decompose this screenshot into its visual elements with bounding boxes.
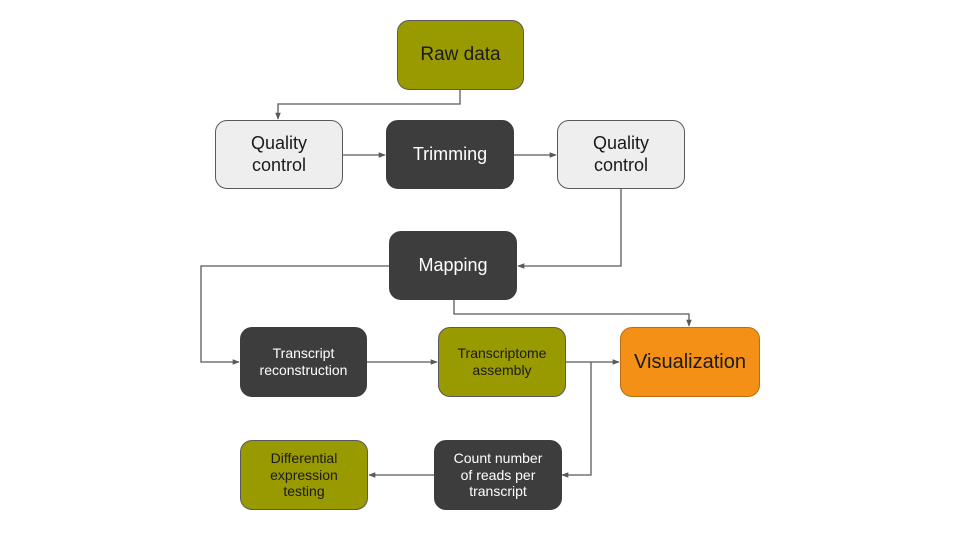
node-label: Quality control	[250, 132, 308, 175]
node-label: Quality control	[592, 132, 650, 175]
node-label: Trimming	[412, 143, 488, 164]
node-transcript-reconstruction[interactable]: Transcript reconstruction	[240, 327, 367, 397]
node-mapping[interactable]: Mapping	[389, 231, 517, 300]
node-label: Visualization	[634, 351, 746, 373]
node-quality-control-2[interactable]: Quality control	[557, 120, 685, 189]
edge-transcriptome-assembly-to-count-reads	[561, 362, 592, 478]
node-label: Transcript reconstruction	[259, 345, 348, 378]
edge-raw-data-to-quality-control-1	[275, 90, 461, 120]
node-label: Count number of reads per transcript	[453, 449, 543, 500]
node-label: Differential expression testing	[270, 449, 338, 500]
node-transcriptome-assembly[interactable]: Transcriptome assembly	[438, 327, 566, 397]
edge-mapping-to-transcript-reconstruction	[200, 265, 389, 365]
node-quality-control-1[interactable]: Quality control	[215, 120, 343, 189]
node-differential-expression[interactable]: Differential expression testing	[240, 440, 368, 510]
node-raw-data[interactable]: Raw data	[397, 20, 524, 90]
edge-mapping-to-visualization	[453, 300, 692, 327]
node-visualization[interactable]: Visualization	[620, 327, 760, 397]
node-count-reads[interactable]: Count number of reads per transcript	[434, 440, 562, 510]
edge-quality-control-2-to-mapping	[517, 189, 622, 269]
node-label: Raw data	[420, 43, 501, 65]
node-trimming[interactable]: Trimming	[386, 120, 514, 189]
node-label: Transcriptome assembly	[457, 345, 547, 378]
node-label: Mapping	[418, 254, 488, 275]
